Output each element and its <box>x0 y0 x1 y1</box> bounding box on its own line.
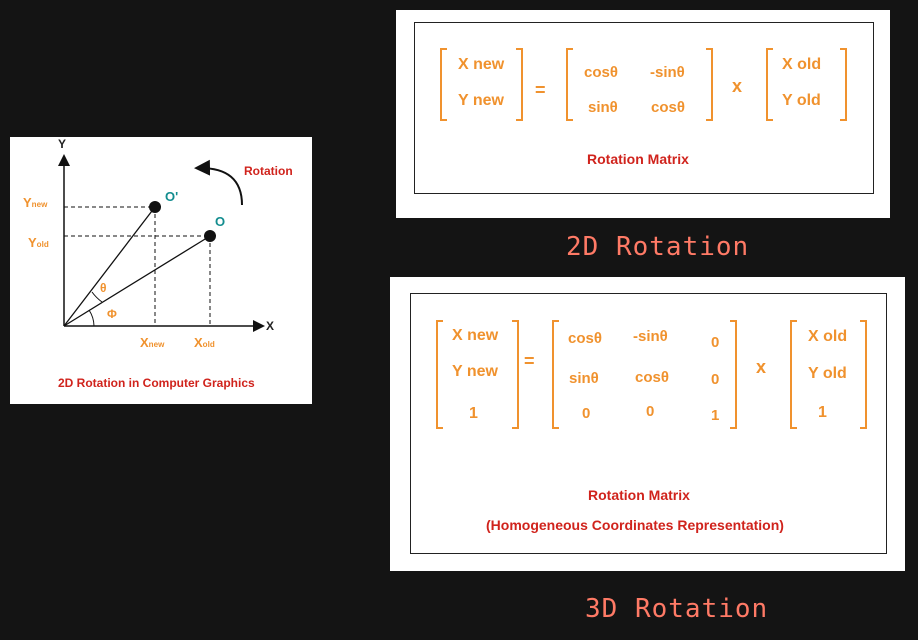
y-old-label: Yold <box>28 235 49 250</box>
lhs-3d-row2: Y new <box>452 363 498 380</box>
matrix-2d-caption: Rotation Matrix <box>587 151 689 167</box>
rot-2d-m22: cosθ <box>651 99 685 116</box>
lhs-3d-row1: X new <box>452 327 499 344</box>
rot-3d-m21: sinθ <box>569 370 599 387</box>
phi-arc <box>88 309 95 327</box>
rot-2d-m21: sinθ <box>588 99 618 116</box>
rot-2d-bracket <box>566 48 713 121</box>
equals-2d: = <box>535 80 546 100</box>
rot-3d-m23: 0 <box>711 371 720 388</box>
matrix-3d-panel: X new Y new 1 = cosθ -sinθ 0 sinθ cosθ 0… <box>390 277 905 571</box>
rot-2d-m12: -sinθ <box>650 64 685 81</box>
rot-3d-m22: cosθ <box>635 369 669 386</box>
point-old-label: O <box>215 214 226 229</box>
rot-3d-bracket <box>552 320 737 429</box>
times-2d: x <box>732 76 743 96</box>
matrix-3d-caption-2: (Homogeneous Coordinates Representation) <box>486 517 784 533</box>
theta-arc <box>91 291 103 303</box>
rhs-3d-bracket <box>790 320 867 429</box>
lhs-2d-row2: Y new <box>458 92 504 109</box>
heading-3d: 3D Rotation <box>585 594 769 624</box>
rot-3d-m13: 0 <box>711 334 720 351</box>
rotation-label: Rotation <box>244 164 293 178</box>
rot-3d-m31: 0 <box>582 405 591 422</box>
matrix-2d-panel: X new Y new = cosθ -sinθ sinθ cosθ x X o… <box>396 10 890 218</box>
rhs-2d-row2: Y old <box>782 92 821 109</box>
point-new-label: O' <box>165 189 179 204</box>
y-axis-label: Y <box>58 137 67 151</box>
rotation-diagram <box>58 154 265 332</box>
rotation-diagram-panel: Y X Rotation Ynew Yold Xnew Xold O' O θ … <box>10 137 312 404</box>
theta-label: θ <box>100 281 107 295</box>
vector-old <box>63 235 211 327</box>
point-old-dot <box>204 230 216 242</box>
diagram-caption: 2D Rotation in Computer Graphics <box>58 376 255 390</box>
lhs-2d-bracket <box>440 48 523 121</box>
rhs-3d-row2: Y old <box>808 365 847 382</box>
matrix-2d-box <box>414 22 874 194</box>
lhs-3d-row3: 1 <box>469 405 478 422</box>
rhs-3d-row1: X old <box>808 328 848 345</box>
rhs-2d-bracket <box>766 48 847 121</box>
x-old-label: Xold <box>194 335 215 350</box>
equals-3d: = <box>524 351 535 371</box>
times-3d: x <box>756 357 767 377</box>
rhs-2d-row1: X old <box>782 56 822 73</box>
matrix-3d-caption: Rotation Matrix <box>588 487 690 503</box>
lhs-3d-bracket <box>436 320 519 429</box>
rot-3d-m33: 1 <box>711 407 720 424</box>
rotation-arrow <box>194 159 243 206</box>
heading-2d: 2D Rotation <box>566 232 750 262</box>
x-new-label: Xnew <box>140 335 165 350</box>
rot-3d-m32: 0 <box>646 403 655 420</box>
rot-2d-m11: cosθ <box>584 64 618 81</box>
x-axis-label: X <box>266 319 275 333</box>
y-new-label: Ynew <box>23 195 48 210</box>
rot-3d-m11: cosθ <box>568 330 602 347</box>
phi-label: Φ <box>107 307 117 321</box>
matrix-3d-box <box>410 293 887 554</box>
lhs-2d-row1: X new <box>458 56 505 73</box>
rhs-3d-row3: 1 <box>818 404 827 421</box>
rot-3d-m12: -sinθ <box>633 328 668 345</box>
vector-new <box>63 206 156 327</box>
point-new-dot <box>149 201 161 213</box>
